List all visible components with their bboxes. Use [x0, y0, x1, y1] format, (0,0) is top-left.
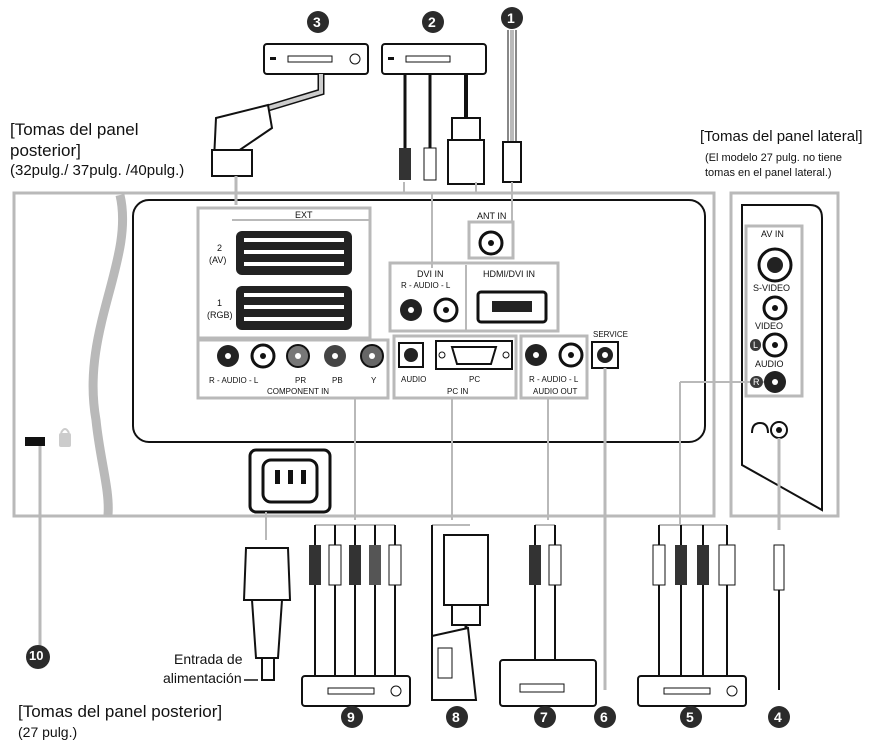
rca-plug-r [399, 148, 411, 180]
audio-label: AUDIO [755, 359, 784, 369]
component-plugs [309, 544, 402, 586]
ext1-rgb: (RGB) [207, 310, 233, 320]
pc-in-group [392, 334, 518, 400]
rear-title-2: posterior] [10, 141, 81, 160]
pb-label: PB [332, 376, 343, 385]
badge-2: 2 [428, 14, 436, 30]
vga-plug [443, 534, 489, 606]
rear-panel [132, 199, 706, 443]
lock-icon [59, 433, 71, 447]
device-8 [431, 626, 478, 701]
component-in-label: COMPONENT IN [267, 387, 330, 396]
hdmi-label: HDMI/DVI IN [483, 269, 536, 279]
power-plug [242, 547, 292, 601]
audio-out-group [519, 334, 589, 400]
ext1-num: 1 [217, 298, 223, 308]
panel-curve [88, 193, 128, 516]
ext-label: EXT [295, 210, 313, 220]
number-badges [26, 7, 790, 728]
ext2-num: 2 [217, 243, 223, 253]
rear27-title: [Tomas del panel posterior] [18, 702, 223, 721]
audio-out-label: AUDIO OUT [533, 387, 578, 396]
dvi-plug [447, 139, 485, 185]
antenna-plug [502, 141, 522, 183]
badge-10: 10 [29, 648, 44, 663]
component-group [196, 338, 390, 400]
pr-label: PR [295, 376, 307, 385]
pc-in-label: PC IN [447, 387, 469, 396]
badge-9: 9 [347, 709, 355, 725]
side-note-2: tomas en el panel lateral.) [705, 167, 832, 179]
pc-audio-label: AUDIO [401, 375, 427, 384]
video-label: VIDEO [755, 321, 784, 331]
rear27-model: (27 pulg.) [18, 724, 78, 740]
kensington-slot [25, 437, 45, 446]
rear-title: [Tomas del panel [10, 120, 139, 139]
dvi-hdmi-group [388, 261, 560, 333]
badge-6: 6 [600, 709, 608, 725]
headphone-icon [751, 421, 769, 434]
ant-in-label: ANT IN [477, 211, 507, 221]
av-in-group [744, 224, 804, 398]
dvi-in-label: DVI IN [417, 269, 444, 279]
s-video-label: S-VIDEO [753, 283, 791, 293]
badge-1: 1 [507, 10, 515, 26]
power-label-2: alimentación [163, 670, 242, 686]
side-note-1: (El modelo 27 pulg. no tiene [705, 152, 842, 164]
ext-group [196, 206, 372, 340]
device-5 [637, 675, 747, 707]
badge-3: 3 [313, 14, 321, 30]
r-label: R [750, 376, 763, 388]
l-label: L [750, 339, 762, 351]
side-title: [Tomas del panel lateral] [700, 128, 863, 145]
badge-7: 7 [540, 709, 548, 725]
av-in-label: AV IN [761, 229, 784, 239]
headphone-plug [773, 544, 785, 591]
rear-models: (32pulg./ 37pulg. /40pulg.) [10, 162, 185, 179]
device-9 [301, 675, 411, 707]
y-label: Y [371, 376, 377, 385]
rca-plug-l [423, 147, 437, 181]
ant-in-frame [467, 220, 515, 260]
service-label: SERVICE [593, 330, 628, 339]
power-label-1: Entrada de [174, 651, 243, 667]
component-audio-label: R - AUDIO - L [209, 376, 259, 385]
device-2 [381, 43, 487, 75]
pc-label: PC [469, 375, 481, 384]
audio-out-sub-label: R - AUDIO - L [529, 375, 579, 384]
badge-5: 5 [686, 709, 694, 725]
badge-8: 8 [452, 709, 460, 725]
dvi-audio-label: R - AUDIO - L [401, 281, 451, 290]
side-panel-frame [729, 191, 840, 518]
device-3 [263, 43, 369, 75]
badge-4: 4 [774, 709, 782, 725]
rear-panel-frame [12, 191, 716, 518]
device-7 [499, 659, 597, 707]
ext2-av: (AV) [209, 255, 227, 265]
